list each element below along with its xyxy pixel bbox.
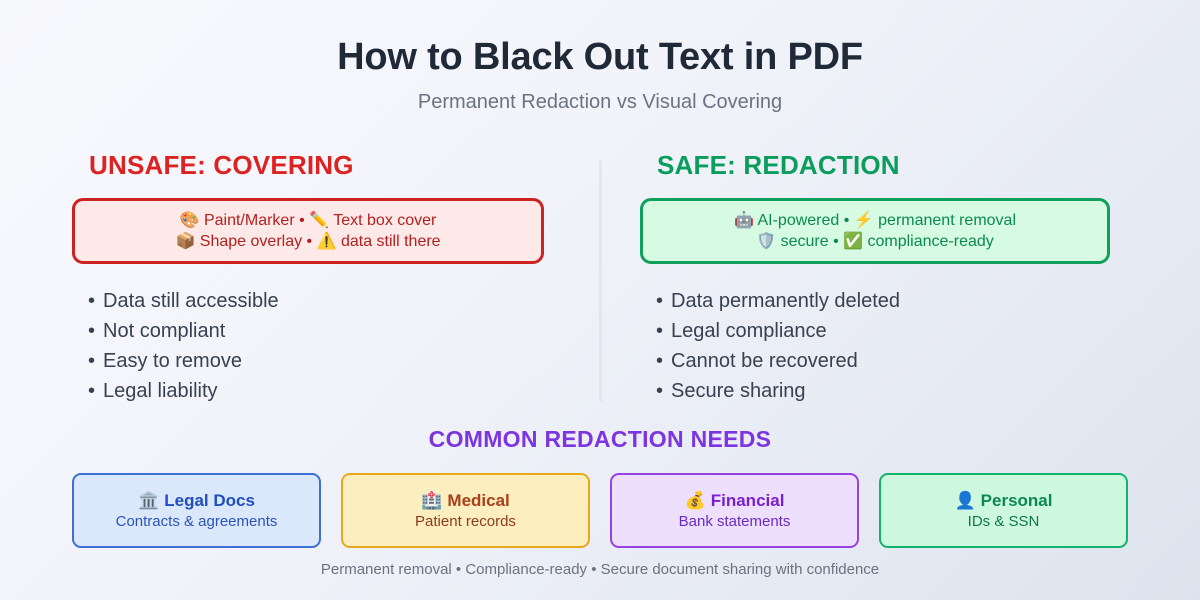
needs-card-subtitle: Bank statements — [678, 512, 791, 530]
needs-card-title-text: Financial — [710, 490, 785, 510]
needs-card-row: 🏛️Legal Docs Contracts & agreements 🏥Med… — [72, 473, 1128, 548]
unsafe-bullet-list: Data still accessible Not compliant Easy… — [88, 286, 552, 406]
list-item: Legal liability — [88, 376, 552, 406]
needs-card-subtitle: Patient records — [415, 512, 516, 530]
needs-section-heading: COMMON REDACTION NEEDS — [428, 426, 772, 452]
footer-note: Permanent removal • Compliance-ready • S… — [320, 561, 880, 578]
unsafe-tag-box: 🎨 Paint/Marker • ✏️ Text box cover 📦 Sha… — [72, 198, 544, 264]
page-subtitle: Permanent Redaction vs Visual Covering — [417, 91, 783, 113]
safe-bullet-list: Data permanently deleted Legal complianc… — [656, 286, 1120, 406]
classical-building-icon: 🏛️ — [138, 490, 160, 510]
safe-column: SAFE: REDACTION 🤖 AI-powered • ⚡ permane… — [640, 150, 1120, 406]
needs-card-title: 👤Personal — [955, 490, 1053, 512]
needs-card-financial: 💰Financial Bank statements — [610, 473, 859, 548]
needs-card-medical: 🏥Medical Patient records — [341, 473, 590, 548]
safe-tag-line-1: 🤖 AI-powered • ⚡ permanent removal — [733, 212, 1016, 229]
hospital-icon: 🏥 — [421, 490, 443, 510]
safe-tag-line-2: 🛡️ secure • ✅ compliance-ready — [756, 233, 994, 250]
list-item: Easy to remove — [88, 346, 552, 376]
bust-in-silhouette-icon: 👤 — [954, 490, 976, 510]
needs-card-personal: 👤Personal IDs & SSN — [879, 473, 1128, 548]
needs-card-title-text: Medical — [447, 490, 510, 510]
needs-card-title-text: Legal Docs — [164, 490, 255, 510]
list-item: Data permanently deleted — [656, 286, 1120, 316]
needs-card-title: 🏛️Legal Docs — [138, 490, 255, 512]
needs-card-legal: 🏛️Legal Docs Contracts & agreements — [72, 473, 321, 548]
list-item: Legal compliance — [656, 316, 1120, 346]
column-divider — [599, 160, 602, 402]
needs-card-subtitle: IDs & SSN — [967, 512, 1040, 530]
safe-heading: SAFE: REDACTION — [657, 150, 900, 180]
list-item: Cannot be recovered — [656, 346, 1120, 376]
unsafe-column: UNSAFE: COVERING 🎨 Paint/Marker • ✏️ Tex… — [72, 150, 552, 406]
unsafe-tag-line-1: 🎨 Paint/Marker • ✏️ Text box cover — [179, 212, 437, 229]
needs-card-subtitle: Contracts & agreements — [115, 512, 278, 530]
list-item: Data still accessible — [88, 286, 552, 316]
unsafe-heading: UNSAFE: COVERING — [89, 150, 354, 180]
safe-tag-box: 🤖 AI-powered • ⚡ permanent removal 🛡️ se… — [640, 198, 1110, 264]
needs-card-title: 💰Financial — [685, 490, 785, 512]
unsafe-tag-line-2: 📦 Shape overlay • ⚠️ data still there — [175, 233, 441, 250]
needs-card-title-text: Personal — [980, 490, 1053, 510]
page-title: How to Black Out Text in PDF — [337, 36, 863, 78]
list-item: Secure sharing — [656, 376, 1120, 406]
needs-card-title: 🏥Medical — [421, 490, 510, 512]
money-bag-icon: 💰 — [684, 490, 706, 510]
list-item: Not compliant — [88, 316, 552, 346]
